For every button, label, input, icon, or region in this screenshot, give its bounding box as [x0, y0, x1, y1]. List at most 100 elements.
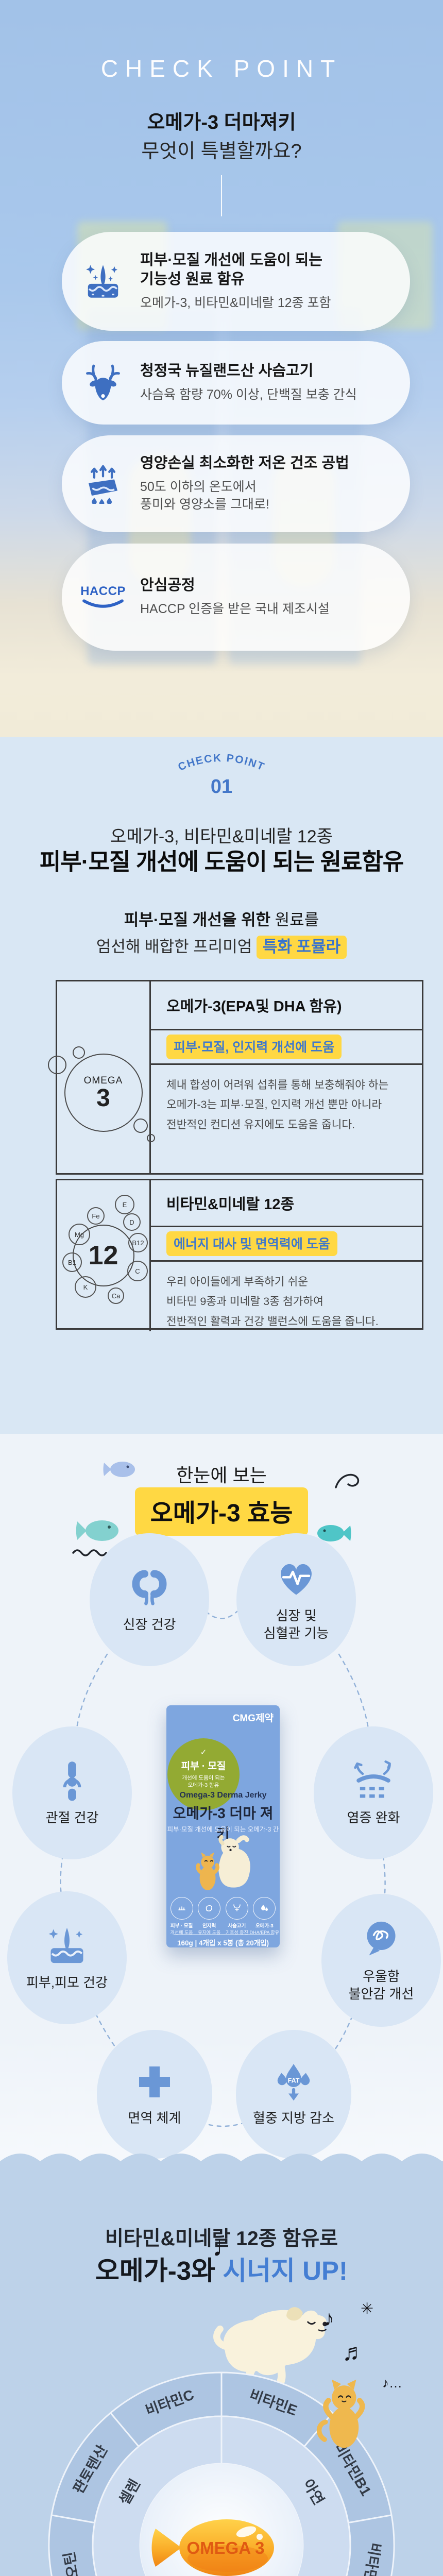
synergy-wheel: 비타민E 비타민B1 비타민B2 비타민B3 비타민B6 엽산 비오틴 판토텐산…	[48, 2371, 395, 2576]
feature-card-ingredients: 피부·모질 개선에 도움이 되는 기능성 원료 함유 오메가-3, 비타민&미네…	[62, 232, 410, 331]
highlighted-phrase: 특화 포뮬라	[256, 936, 347, 959]
product-desc: 피부·모질 개선에 도움이 되는 오메가-3 간식	[167, 1826, 279, 1843]
fur-skin-icon	[48, 1927, 83, 1963]
section-subline-1: 피부·모질 개선을 위한 원료를	[124, 911, 319, 929]
hero-subtitle: 무엇이 특별할까요?	[141, 141, 302, 162]
hook-doodle	[335, 1473, 360, 1488]
fish-icon	[103, 1462, 135, 1477]
dog-illustration	[213, 2307, 327, 2386]
svg-text:OMEGA 3: OMEGA 3	[187, 2538, 265, 2557]
svg-text:CHECK POINT: CHECK POINT	[176, 752, 266, 773]
brand-logo: CMG제약	[232, 1713, 274, 1724]
package-divider	[174, 1934, 272, 1935]
feature-card-drying: 영양손실 최소화한 저온 건조 공법 50도 이하의 온도에서 풍미와 영양소를…	[62, 435, 410, 532]
sparkle-doodle: ✳	[361, 2300, 374, 2317]
omega3-fish-capsule: OMEGA 3	[151, 2519, 274, 2576]
feature-card-subtitle: HACCP 인증을 받은 국내 제조시설	[140, 602, 330, 617]
immune-icon	[139, 2066, 170, 2098]
hero-checkpoint-section: CHECK POINT 오메가-3 더마져키 무엇이 특별할까요? 피부·모질 …	[0, 0, 443, 737]
product-name-en: Omega-3 Derma Jerky	[179, 1791, 267, 1800]
product-package: CMG제약 ✓ 피부 · 모질 개선에 도움이 되는 오메가-3 함유 Omeg…	[166, 1705, 280, 1947]
blood-fat-icon: FAT	[277, 2064, 310, 2101]
feature-card-venison: 청정국 뉴질랜드산 사슴고기 사슴육 함량 70% 이상, 단백질 보충 간식	[62, 341, 410, 425]
synergy-section: 비타민&미네랄 12종 함유로 오메가-3와 시너지 UP! ♩ ♪ ✳ ♬ ♪…	[0, 2154, 443, 2576]
drop-badge-icon	[253, 1897, 276, 1920]
feature-card-subtitle: 사슴육 함량 70% 이상, 단백질 보충 간식	[140, 387, 357, 402]
omega3-benefits-section: 한눈에 보는 오메가-3 효능	[0, 1434, 443, 2169]
inflammation-icon	[354, 1760, 391, 1798]
feature-card-subtitle: 50도 이하의 온도에서 풍미와 영양소를 그대로!	[140, 479, 269, 512]
haccp-icon: HACCP	[80, 584, 126, 610]
benefit-bubble-mood: 우울함 불안감 개선	[321, 1894, 441, 2027]
checkpoint-number: 01	[210, 776, 233, 798]
synergy-title-2: 오메가-3와 시너지 UP!	[95, 2256, 348, 2285]
function-badge: ✓ 피부 · 모질 개선에 도움이 되는 오메가-3 함유	[167, 1738, 240, 1810]
table-highlight: 에너지 대사 및 면역력에 도움	[151, 1227, 422, 1262]
haccp-wordmark: HACCP	[80, 584, 126, 598]
wave-divider	[0, 2154, 443, 2170]
section-headline: 피부·모질 개선에 도움이 되는 원료함유	[39, 849, 404, 875]
skin-care-badge-icon	[170, 1897, 193, 1920]
cat-illustration	[316, 2379, 365, 2448]
hero-eyebrow: CHECK POINT	[100, 55, 343, 82]
table-title: 비타민&미네랄 12종	[151, 1180, 422, 1227]
music-note-icon: ♪…	[382, 2375, 402, 2391]
heart-icon	[281, 1564, 312, 1595]
fur-skin-icon	[81, 261, 125, 301]
benefit-bubble-joint: 관절 건강	[12, 1726, 132, 1859]
benefit-bubble-immune: 면역 체계	[97, 2030, 212, 2159]
low-temp-dry-icon	[81, 464, 125, 504]
wave-doodle	[72, 1549, 107, 1556]
benefit-bubble-heart: 심장 및 심혈관 기능	[236, 1533, 356, 1666]
benefit-bubble-skin-fur: 피부,피모 건강	[7, 1891, 127, 2024]
benefits-title-top: 한눈에 보는	[176, 1465, 267, 1486]
checkpoint-arc-label: CHECK POINT	[176, 752, 266, 773]
fish-icon	[76, 1520, 118, 1541]
music-note-icon: ♩	[212, 2231, 240, 2262]
omega3-bubble-illustration: OMEGA 3	[47, 981, 155, 1173]
badge-skin: 피부 · 모질 개선에 도움	[169, 1897, 194, 1936]
badge-venison: 사슴고기 기호성 증진	[225, 1897, 249, 1936]
section-kicker: 오메가-3, 비타민&미네랄 12종	[110, 827, 333, 846]
feature-card-text: 영양손실 최소화한 저온 건조 공법 50도 이하의 온도에서 풍미와 영양소를…	[140, 454, 349, 514]
svg-text:FAT: FAT	[288, 2077, 300, 2084]
brain-badge-icon	[198, 1897, 221, 1920]
feature-card-text: 청정국 뉴질랜드산 사슴고기 사슴육 함량 70% 이상, 단백질 보충 간식	[140, 362, 357, 403]
hero-title: 오메가-3 더마져키	[147, 112, 296, 133]
table-highlight: 피부·모질, 인지력 개선에 도움	[151, 1030, 422, 1065]
feature-card-title: 청정국 뉴질랜드산 사슴고기	[140, 363, 314, 380]
synergy-title-1: 비타민&미네랄 12종 함유로	[105, 2228, 338, 2250]
benefit-bubble-blood-fat: FAT 혈중 지방 감소	[236, 2030, 351, 2159]
fish-icon	[317, 1525, 351, 1541]
section-subline-2: 엄선해 배합한 프리미엄 특화 포뮬라	[0, 934, 443, 959]
product-size: 160g | 4개입 x 5봉 (총 20개입)	[177, 1939, 269, 1947]
mood-icon	[367, 1922, 396, 1956]
vitamin-mineral-info-table: 12 E Fe D Mg B12 B1 K C Ca 비타민&미네랄 12종 에…	[56, 1179, 423, 1331]
benefits-title-main: 오메가-3 효능	[0, 1487, 443, 1536]
feature-card-text: 안심공정 HACCP 인증을 받은 국내 제조시설	[140, 576, 330, 618]
feature-card-title: 피부·모질 개선에 도움이 되는 기능성 원료 함유	[140, 251, 322, 288]
dog-cat-illustration	[196, 1835, 250, 1890]
benefit-bubble-kidney: 신장 건강	[90, 1533, 209, 1666]
deer-badge-icon	[225, 1897, 248, 1920]
badge-cognitive: 인지력 유지에 도움	[197, 1897, 222, 1936]
twelve-bubble-illustration: 12 E Fe D Mg B12 B1 K C Ca	[57, 1180, 151, 1331]
shield-check-icon: ✓	[200, 1748, 207, 1757]
music-note-icon: ♬	[342, 2338, 366, 2365]
table-body: 체내 합성이 어려워 섭취를 통해 보충해줘야 하는 오메가-3는 피부·모질,…	[166, 1079, 389, 1131]
table-title: 오메가-3(EPA및 DHA 함유)	[151, 981, 422, 1030]
omega3-info-table: OMEGA 3 오메가-3(EPA및 DHA 함유) 피부·모질, 인지력 개선…	[47, 980, 423, 1175]
feature-card-subtitle: 오메가-3, 비타민&미네랄 12종 포함	[140, 295, 331, 310]
divider-line	[221, 175, 222, 216]
music-note-icon: ♪	[323, 2306, 334, 2330]
kidney-icon	[132, 1570, 167, 1605]
checkpoint01-section: CHECK POINT 01 오메가-3, 비타민&미네랄 12종 피부·모질 …	[0, 737, 443, 1434]
feature-card-title: 영양손실 최소화한 저온 건조 공법	[140, 455, 349, 472]
feature-card-text: 피부·모질 개선에 도움이 되는 기능성 원료 함유 오메가-3, 비타민&미네…	[140, 251, 331, 312]
table-body: 우리 아이들에게 부족하기 쉬운 비타민 9종과 미네랄 3종 첨가하여 전반적…	[166, 1276, 379, 1328]
benefit-bubble-inflammation: 염증 완화	[314, 1726, 433, 1859]
badge-omega: 오메가-3 DHA/EPA 함유	[250, 1897, 279, 1936]
product-feature-badges: 피부 · 모질 개선에 도움 인지력 유지에 도움 사슴고기 기호성 증진	[166, 1897, 280, 1936]
deer-icon	[81, 363, 125, 403]
